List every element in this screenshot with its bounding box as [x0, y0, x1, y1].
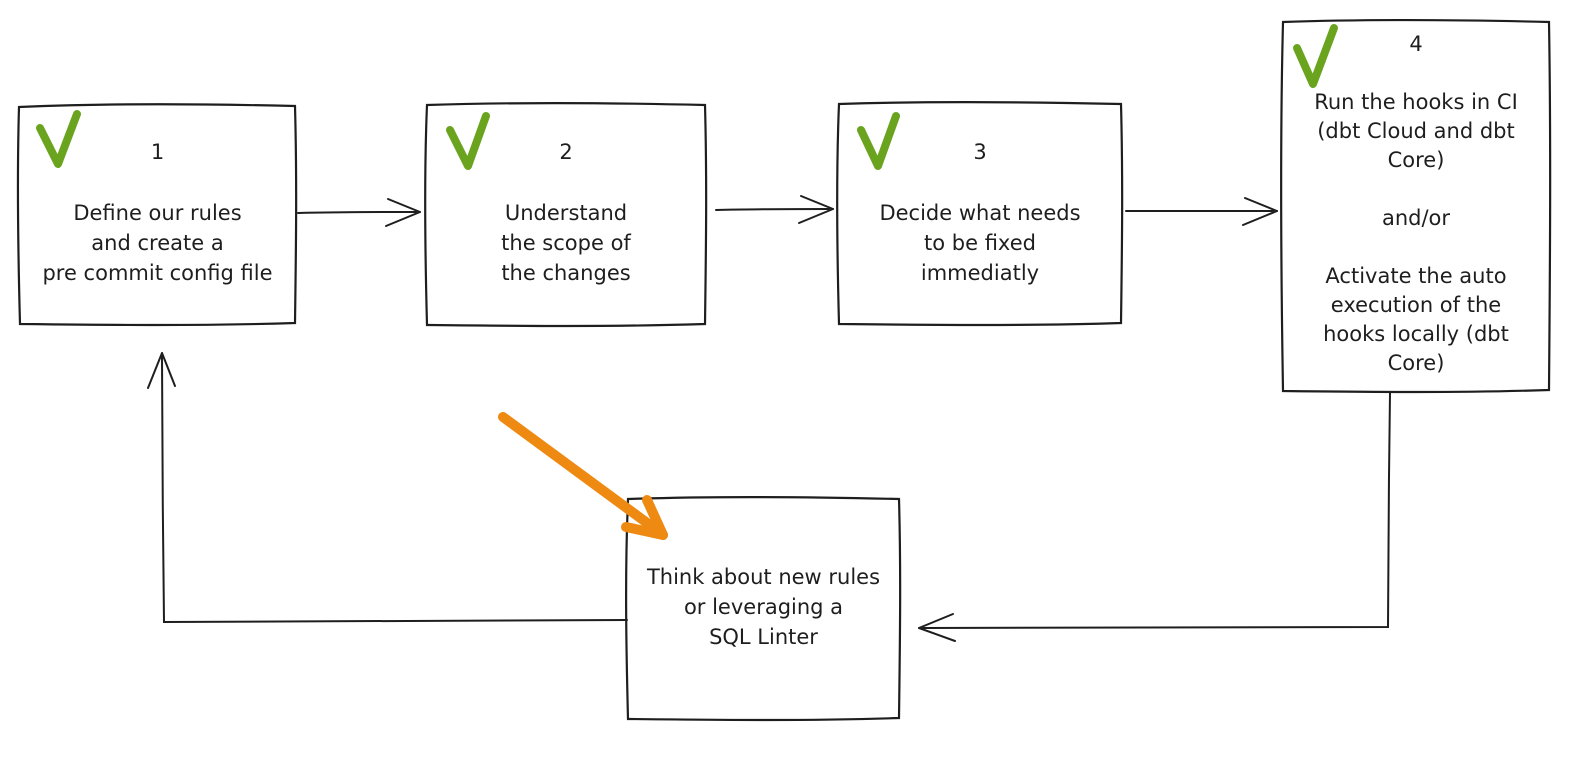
step-2-box-border[interactable] — [424, 102, 708, 328]
step-2-box[interactable]: 2 Understand the scope of the changes — [426, 103, 706, 325]
checkmark-icon — [1293, 24, 1338, 88]
step-3-box-border[interactable] — [836, 101, 1124, 327]
step-3-box[interactable]: 3 Decide what needs to be fixed immediat… — [838, 103, 1122, 324]
checkmark-icon — [446, 112, 490, 170]
connector-step2-step3[interactable] — [715, 195, 834, 224]
connector-loopbox-step1[interactable] — [147, 352, 628, 624]
loop-box[interactable]: Think about new rules or leveraging a SQ… — [627, 497, 900, 719]
connector-step3-step4[interactable] — [1125, 197, 1278, 226]
step-label: Define our rules and create a pre commit… — [42, 201, 273, 285]
connector-step4-loopbox[interactable] — [918, 392, 1391, 642]
checkmark-icon — [857, 112, 900, 170]
step-label: Decide what needs to be fixed immediatly — [879, 201, 1081, 285]
step-number: 2 — [559, 140, 573, 164]
step-number: 4 — [1409, 32, 1423, 56]
checkmark-icon — [36, 110, 81, 168]
step-number: 1 — [150, 140, 165, 164]
step-label: Think about new rules or leveraging a SQ… — [646, 565, 881, 649]
step-4-box[interactable]: 4 Run the hooks in CI (dbt Cloud and dbt… — [1282, 20, 1550, 391]
step-label: Run the hooks in CI (dbt Cloud and dbt C… — [1314, 90, 1518, 375]
step-label: Understand the scope of the changes — [501, 201, 631, 285]
loop-box-border[interactable] — [625, 496, 902, 722]
step-1-box[interactable]: 1 Define our rules and create a pre comm… — [18, 104, 297, 325]
step-1-box-border[interactable] — [16, 103, 298, 327]
step-4-box-border[interactable] — [1280, 19, 1552, 394]
highlight-arrow[interactable] — [498, 412, 668, 540]
step-number: 3 — [973, 140, 987, 164]
connector-step1-step2[interactable] — [297, 198, 421, 227]
